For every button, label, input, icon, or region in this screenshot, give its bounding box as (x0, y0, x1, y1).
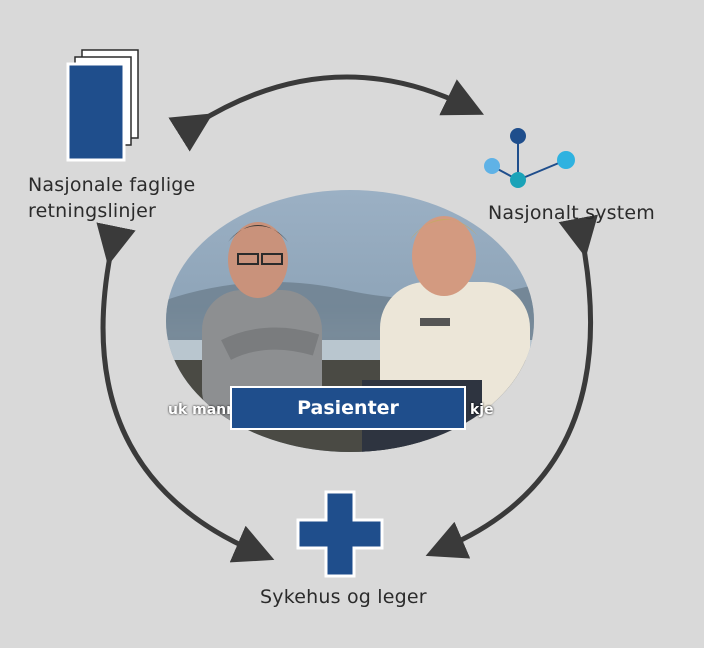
guidelines-label-line1: Nasjonale faglige (28, 174, 196, 196)
medical-cross-icon (296, 490, 384, 578)
arrow-guidelines-hospital (96, 222, 275, 563)
network-nodes-icon (484, 128, 575, 188)
arrow-system-hospital (425, 214, 598, 559)
guidelines-label-line2: retningslinjer (28, 200, 157, 222)
hospital-label: Sykehus og leger (260, 586, 427, 608)
system-label: Nasjonalt system (488, 202, 656, 224)
photo-subtitle-right: kje (470, 402, 494, 418)
patients-label: Pasienter (297, 397, 399, 419)
document-stack-icon (66, 49, 139, 162)
patients-label-box: Pasienter (230, 386, 466, 430)
arrow-guidelines-system (168, 74, 484, 152)
guidelines-label: Nasjonale faglige retningslinjer (28, 172, 248, 224)
